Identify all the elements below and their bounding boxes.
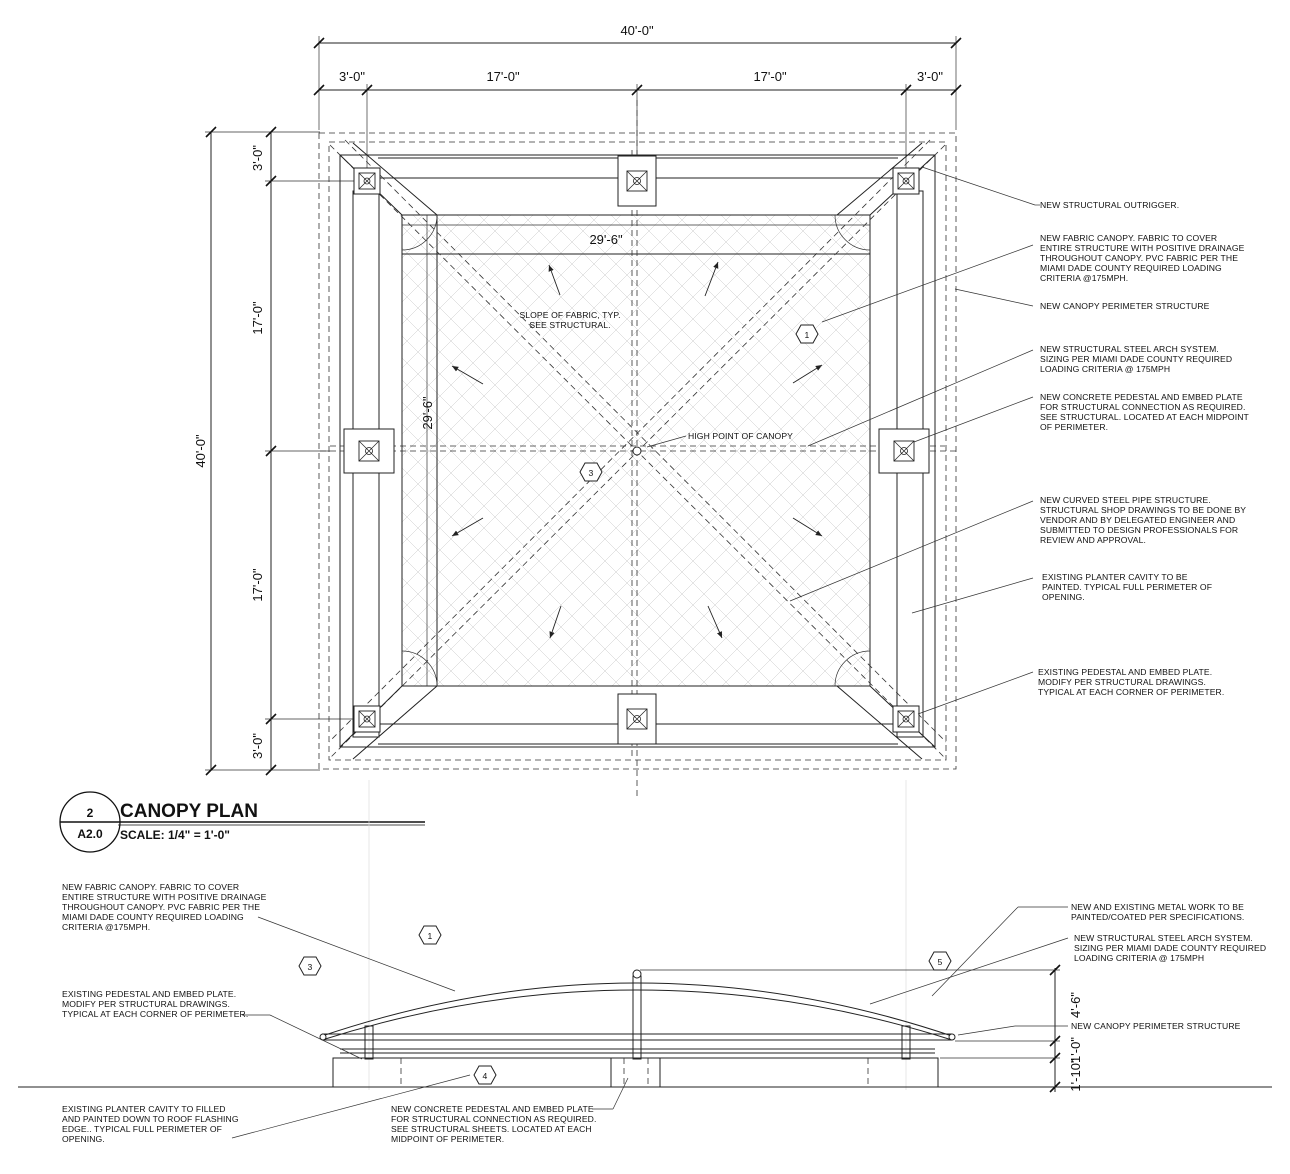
- title-scale: SCALE: 1/4" = 1'-0": [120, 828, 230, 842]
- slope-note-2: SEE STRUCTURAL.: [529, 320, 610, 330]
- svg-text:3: 3: [308, 962, 313, 972]
- seg-top-2: 17'-0": [486, 69, 520, 84]
- elev-note-perimeter: NEW CANOPY PERIMETER STRUCTURE: [1071, 1021, 1241, 1031]
- title-number: 2: [87, 806, 94, 820]
- plan-note-existing-pedestal: EXISTING PEDESTAL AND EMBED PLATE. MODIF…: [1038, 667, 1224, 697]
- seg-left-3: 17'-0": [250, 568, 265, 602]
- plan-tag-1: 1: [795, 324, 819, 344]
- elev-tag-1: 1: [418, 925, 442, 945]
- elev-note-arch: NEW STRUCTURAL STEEL ARCH SYSTEM. SIZING…: [1074, 933, 1269, 963]
- elev-tag-5: 5: [928, 951, 952, 971]
- plan-note-fabric: NEW FABRIC CANOPY. FABRIC TO COVER ENTIR…: [1040, 233, 1247, 283]
- elev-tag-4: 4: [473, 1065, 497, 1085]
- left-dimensions: 40'-0" 3'-0" 17'-0" 17'-0" 3'-0": [193, 126, 360, 776]
- elev-dim-bottom: 1'-10": [1068, 1058, 1083, 1092]
- plan-notes: NEW STRUCTURAL OUTRIGGER. NEW FABRIC CAN…: [789, 166, 1251, 715]
- elev-tag-3: 3: [298, 956, 322, 976]
- title-block: 2 A2.0 CANOPY PLAN SCALE: 1/4" = 1'-0": [59, 791, 425, 853]
- elev-note-existing-pedestal: EXISTING PEDESTAL AND EMBED PLATE. MODIF…: [62, 989, 248, 1019]
- title-sheet: A2.0: [77, 827, 103, 841]
- plan-note-pipe: NEW CURVED STEEL PIPE STRUCTURE. STRUCTU…: [1040, 495, 1248, 545]
- overall-height-label: 40'-0": [193, 434, 208, 468]
- seg-top-3: 17'-0": [753, 69, 787, 84]
- elev-dim-top: 4'-6": [1068, 992, 1083, 1018]
- top-dimensions: 40'-0" 3'-0" 17'-0" 17'-0" 3'-0": [313, 23, 962, 180]
- canopy-plan: 29'-6" 29'-6" SLOPE OF FABRIC, TYP. SEE …: [318, 100, 960, 800]
- inner-height-label: 29'-6": [420, 396, 435, 430]
- svg-text:1: 1: [428, 931, 433, 941]
- plan-note-outrigger: NEW STRUCTURAL OUTRIGGER.: [1040, 200, 1179, 210]
- elev-dim-mid: 1'-0": [1068, 1037, 1083, 1063]
- high-point-label: HIGH POINT OF CANOPY: [688, 431, 793, 441]
- svg-text:3: 3: [589, 468, 594, 478]
- title-text: CANOPY PLAN: [120, 801, 258, 822]
- inner-width-label: 29'-6": [589, 232, 623, 247]
- slope-note-1: SLOPE OF FABRIC, TYP.: [519, 310, 620, 320]
- elev-note-concrete-pedestal: NEW CONCRETE PEDESTAL AND EMBED PLATE FO…: [391, 1104, 599, 1144]
- seg-top-1: 3'-0": [339, 69, 365, 84]
- svg-text:5: 5: [938, 957, 943, 967]
- plan-note-pedestal: NEW CONCRETE PEDESTAL AND EMBED PLATE FO…: [1040, 392, 1251, 432]
- plan-tag-3: 3: [579, 462, 603, 482]
- overall-width-label: 40'-0": [620, 23, 654, 38]
- seg-left-1: 3'-0": [250, 145, 265, 171]
- svg-text:4: 4: [483, 1071, 488, 1081]
- seg-left-4: 3'-0": [250, 733, 265, 759]
- svg-text:1: 1: [805, 330, 810, 340]
- plan-note-planter: EXISTING PLANTER CAVITY TO BE PAINTED. T…: [1042, 572, 1215, 602]
- elev-note-metal-work: NEW AND EXISTING METAL WORK TO BE PAINTE…: [1071, 902, 1246, 922]
- elev-note-fabric: NEW FABRIC CANOPY. FABRIC TO COVER ENTIR…: [62, 882, 269, 932]
- seg-left-2: 17'-0": [250, 301, 265, 335]
- plan-note-arch: NEW STRUCTURAL STEEL ARCH SYSTEM. SIZING…: [1040, 344, 1235, 374]
- elev-note-planter: EXISTING PLANTER CAVITY TO FILLED AND PA…: [62, 1104, 241, 1144]
- seg-top-4: 3'-0": [917, 69, 943, 84]
- canopy-elevation: 4'-6" 1'-0" 1'-10" 1 3 4 5: [18, 882, 1272, 1144]
- plan-note-perimeter: NEW CANOPY PERIMETER STRUCTURE: [1040, 301, 1210, 311]
